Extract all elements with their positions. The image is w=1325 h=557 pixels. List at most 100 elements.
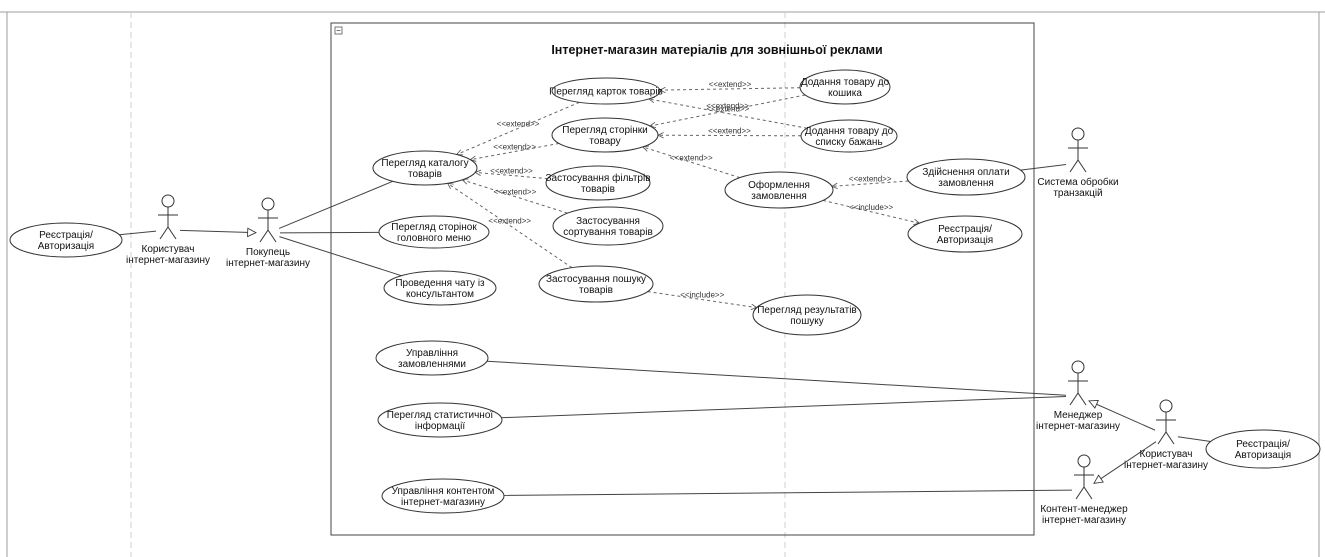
- stick-figure-icon: [1068, 127, 1088, 173]
- system-boundary[interactable]: [330, 22, 1035, 536]
- use-case-label: Перегляд статистичної: [387, 410, 494, 421]
- extend-relationship[interactable]: <<extend>>: [832, 175, 909, 187]
- extend-relationship[interactable]: <<extend>>: [448, 183, 573, 269]
- generalization-relationship[interactable]: [179, 230, 256, 232]
- use-case-label: головного меню: [397, 233, 471, 244]
- use-case-label: Управління: [406, 348, 458, 359]
- actor-label: Користувач: [142, 244, 195, 255]
- use-case-label: Авторизація: [38, 241, 94, 252]
- extend-relationship[interactable]: <<extend>>: [650, 94, 806, 126]
- use-case-label: Додання товару до: [801, 77, 890, 88]
- use-case-label: інтернет-магазину: [401, 497, 485, 508]
- generalization-relationship[interactable]: [1094, 441, 1157, 484]
- actors: Користувачінтернет-магазинуПокупецьінтер…: [126, 127, 1208, 526]
- association-relationship[interactable]: [486, 360, 1067, 396]
- stick-figure-icon: [1156, 399, 1176, 445]
- actor-label: транзакцій: [1053, 188, 1102, 199]
- actor-label: Система обробки: [1037, 176, 1118, 188]
- generalization-relationship[interactable]: [1089, 401, 1156, 431]
- association-relationship[interactable]: [501, 395, 1067, 419]
- use-case-label: Реєстрація/: [938, 224, 992, 235]
- extend-relationship[interactable]: <<extend>>: [660, 80, 801, 90]
- actor-label: Користувач: [1140, 449, 1193, 460]
- use-case-browse-cards[interactable]: Перегляд карток товарів: [549, 77, 663, 105]
- use-case-label: товарів: [581, 184, 615, 195]
- extend-label: <<extend>>: [493, 143, 536, 152]
- extend-relationship[interactable]: <<extend>>: [462, 180, 568, 214]
- association-relationship[interactable]: [1177, 436, 1211, 442]
- use-case-label: замовлення: [751, 191, 807, 202]
- extend-relationship[interactable]: <<extend>>: [658, 127, 802, 136]
- extend-relationship[interactable]: <<extend>>: [475, 167, 548, 180]
- use-case-label: Оформлення: [748, 179, 810, 191]
- extend-relationship[interactable]: <<extend>>: [643, 147, 740, 179]
- use-case-label: Перегляд карток товарів: [549, 87, 663, 98]
- include-relationship[interactable]: <<include>>: [647, 291, 757, 308]
- actor-label: інтернет-магазину: [1124, 460, 1208, 471]
- extend-relationship[interactable]: <<extend>>: [649, 99, 808, 129]
- stick-figure-icon: [258, 197, 278, 243]
- include-relationship[interactable]: <<include>>: [822, 199, 919, 223]
- include-label: <<include>>: [849, 203, 893, 212]
- use-case-label: товару: [589, 136, 620, 147]
- association-relationship[interactable]: [503, 489, 1073, 496]
- association-relationship[interactable]: [119, 230, 157, 236]
- extend-relationship[interactable]: <<extend>>: [470, 143, 560, 160]
- use-case-reg-inner[interactable]: Реєстрація/Авторизація: [907, 215, 1023, 253]
- use-case-label: Перегляд сторінки: [562, 125, 647, 136]
- extend-label: <<extend>>: [849, 175, 892, 184]
- use-case-label: Перегляд каталогу: [381, 158, 468, 169]
- association-relationship[interactable]: [279, 236, 402, 277]
- use-case-label: товарів: [579, 285, 613, 296]
- use-case-reg-right[interactable]: Реєстрація/Авторизація: [1205, 429, 1321, 469]
- use-case-label: Реєстрація/: [39, 230, 93, 241]
- actor-label: інтернет-магазину: [1042, 515, 1126, 526]
- use-case-reg-left[interactable]: Реєстрація/Авторизація: [9, 222, 123, 258]
- use-case-label: Авторизація: [937, 235, 993, 246]
- collapse-icon[interactable]: [334, 26, 343, 35]
- use-case-label: Реєстрація/: [1236, 439, 1290, 450]
- association-relationship[interactable]: [1020, 163, 1067, 171]
- extend-label: <<extend>>: [494, 187, 537, 196]
- use-case-label: Перегляд результатів: [757, 305, 857, 316]
- actor-label: Контент-менеджер: [1040, 504, 1128, 515]
- association-relationship[interactable]: [279, 231, 380, 234]
- use-case-label: замовлення: [938, 178, 994, 189]
- use-case-label: консультантом: [406, 289, 474, 300]
- use-case-label: Авторизація: [1235, 450, 1291, 461]
- use-case-label: Управління контентом: [392, 486, 495, 497]
- association-relationship[interactable]: [278, 180, 393, 229]
- use-case-label: Застосування фільтрів: [545, 172, 650, 184]
- use-case-label: кошика: [828, 88, 862, 99]
- extend-label: <<extend>>: [707, 105, 750, 114]
- extend-label: <<extend>>: [706, 101, 749, 110]
- system-title: Інтернет-магазин матеріалів для зовнішнь…: [551, 43, 882, 57]
- extend-relationship[interactable]: <<extend>>: [457, 101, 580, 154]
- actor-label: інтернет-магазину: [1036, 421, 1120, 432]
- use-case-label: списку бажань: [815, 136, 882, 148]
- use-case-label: Проведення чату із: [395, 278, 485, 289]
